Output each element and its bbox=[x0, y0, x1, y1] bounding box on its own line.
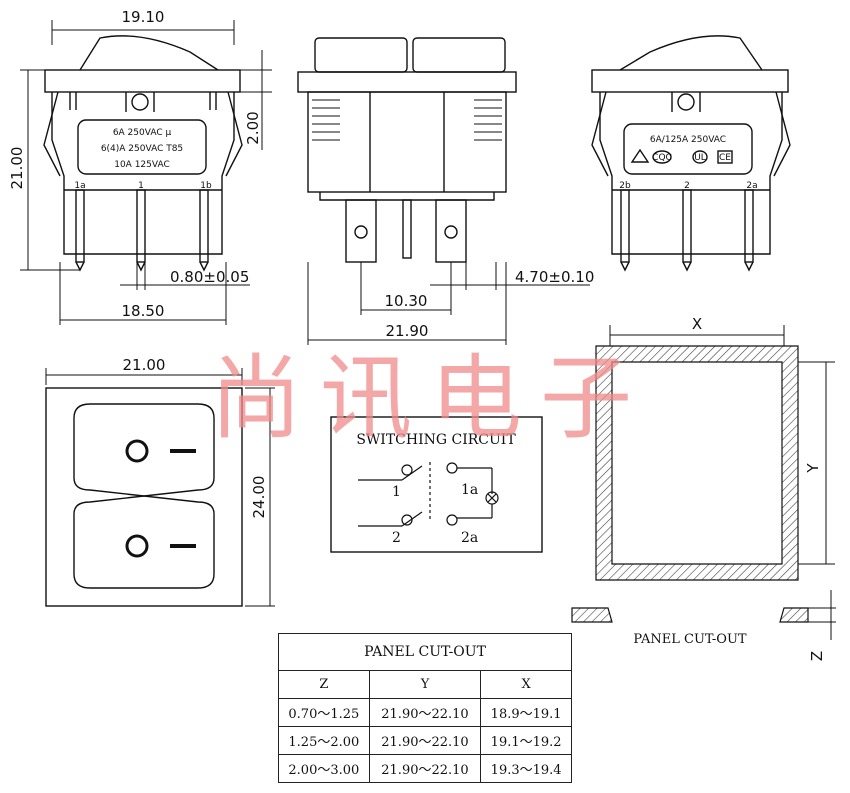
top-view bbox=[45, 387, 243, 607]
table-cell: 21.90～22.10 bbox=[368, 698, 482, 727]
top-view-dims bbox=[45, 368, 275, 607]
table-row: 0.70～1.25 21.90～22.10 18.9～19.1 bbox=[278, 698, 572, 727]
cutout-table-title: PANEL CUT-OUT bbox=[278, 633, 572, 671]
dim-terminal: 4.70±0.10 bbox=[515, 268, 594, 286]
circuit-title: SWITCHING CIRCUIT bbox=[356, 432, 516, 448]
pin-label-1: 1 bbox=[138, 181, 144, 191]
table-cell: 0.70～1.25 bbox=[278, 698, 370, 727]
table-cell: 2.00～3.00 bbox=[278, 754, 370, 783]
table-header-y: Y bbox=[368, 670, 482, 699]
switching-circuit: SWITCHING CIRCUIT 1 1a 2 2a bbox=[330, 416, 543, 553]
front-view-dims bbox=[307, 262, 590, 345]
table-header-row: Z Y X bbox=[278, 670, 572, 699]
mark-ce: CE bbox=[719, 153, 731, 163]
dim-pin-span: 18.50 bbox=[122, 302, 165, 320]
label-line-right: 6A/125A 250VAC bbox=[650, 135, 726, 145]
label-line-1: 6A 250VAC μ bbox=[113, 128, 172, 138]
side-view-left bbox=[43, 35, 243, 272]
cutout-x-label: X bbox=[692, 315, 702, 333]
dim-width-left: 19.10 bbox=[122, 8, 165, 26]
side-view-right bbox=[591, 35, 791, 272]
table-header-x: X bbox=[480, 670, 572, 699]
cutout-caption: PANEL CUT-OUT bbox=[633, 632, 746, 647]
table-cell: 19.1～19.2 bbox=[480, 726, 572, 755]
dim-top-width: 21.00 bbox=[123, 356, 166, 374]
terminal-1: 1 bbox=[392, 484, 401, 500]
table-cell: 18.9～19.1 bbox=[480, 698, 572, 727]
mark-cqc: CQC bbox=[652, 153, 672, 163]
table-row: 1.25～2.00 21.90～22.10 19.1～19.2 bbox=[278, 726, 572, 755]
watermark: 尚讯电子 bbox=[210, 345, 650, 452]
pin-label-2: 2 bbox=[684, 181, 690, 191]
mark-ul: UL bbox=[694, 153, 706, 163]
table-cell: 21.90～22.10 bbox=[368, 754, 482, 783]
dim-height-left: 21.00 bbox=[8, 147, 26, 190]
table-cell: 19.3～19.4 bbox=[480, 754, 572, 783]
cutout-table: PANEL CUT-OUT Z Y X 0.70～1.25 21.90～22.1… bbox=[278, 633, 572, 783]
table-cell: 1.25～2.00 bbox=[278, 726, 370, 755]
terminal-1a: 1a bbox=[461, 482, 478, 498]
pin-label-2b: 2b bbox=[619, 181, 631, 191]
pin-label-1a: 1a bbox=[74, 181, 85, 191]
terminal-2: 2 bbox=[392, 530, 401, 546]
front-view bbox=[297, 37, 517, 263]
table-cell: 21.90～22.10 bbox=[368, 726, 482, 755]
dim-front-width: 21.90 bbox=[386, 322, 429, 340]
panel-cutout bbox=[571, 325, 836, 640]
dim-pin: 0.80±0.05 bbox=[170, 268, 249, 286]
label-line-2: 6(4)A 250VAC T85 bbox=[101, 144, 183, 154]
table-row: 2.00～3.00 21.90～22.10 19.3～19.4 bbox=[278, 754, 572, 783]
side-view-left-dims bbox=[20, 20, 272, 325]
table-header-z: Z bbox=[278, 670, 370, 699]
dim-step: 2.00 bbox=[244, 111, 262, 144]
cutout-z-label: Z bbox=[808, 651, 826, 661]
pin-label-2a: 2a bbox=[746, 181, 757, 191]
cutout-y-label: Y bbox=[804, 463, 822, 474]
dim-pitch: 10.30 bbox=[385, 292, 428, 310]
label-line-3: 10A 125VAC bbox=[114, 160, 170, 170]
dim-top-height: 24.00 bbox=[250, 476, 268, 519]
pin-label-1b: 1b bbox=[200, 181, 212, 191]
terminal-2a: 2a bbox=[461, 530, 478, 546]
